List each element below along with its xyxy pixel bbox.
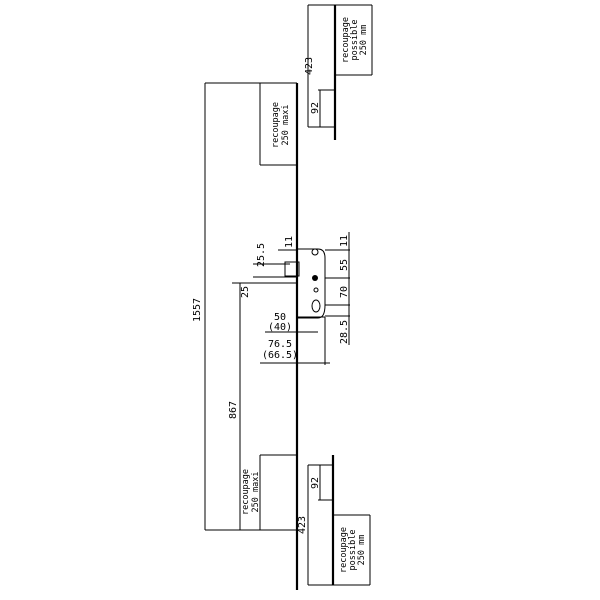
dimension-label: 92 — [310, 477, 321, 489]
top-rod: 423 92 recoupage possible 250 mm — [304, 4, 373, 140]
dimension-label: 50 — [274, 312, 286, 323]
note-text: 250 maxi — [251, 472, 261, 513]
note-text: 250 mm — [359, 25, 369, 56]
lock-case — [253, 232, 350, 365]
note-text: recoupage — [241, 469, 251, 515]
note-text: recoupage — [271, 102, 281, 148]
dimension-867: 867 — [228, 282, 297, 530]
upper-cut-zone: recoupage 250 maxi — [259, 83, 297, 166]
dimension-label: 867 — [228, 401, 239, 419]
dimension-label: 28.5 — [339, 320, 350, 344]
dimension-label: 423 — [297, 516, 308, 534]
dimension-label: 11 — [339, 235, 350, 247]
note-text: recoupage — [341, 17, 351, 63]
dimension-label: 25.5 — [256, 243, 267, 267]
dimension-label: 76.5 — [268, 339, 292, 350]
dimension-label: (66.5) — [262, 350, 298, 361]
note-text: recoupage — [339, 527, 349, 573]
main-faceplate — [205, 82, 299, 590]
note-text: possible — [350, 20, 360, 61]
lower-cut-zone: recoupage 250 maxi — [241, 454, 297, 530]
dimension-label: 70 — [339, 286, 350, 298]
note-text: 250 mm — [357, 535, 367, 566]
dimension-label: 11 — [284, 236, 295, 248]
dimension-1557: 1557 — [192, 83, 206, 530]
dimension-label: 25 — [240, 286, 251, 298]
dimension-label: 55 — [339, 259, 350, 271]
bottom-rod: 423 92 recoupage possible 250 mm — [297, 455, 371, 586]
dimension-label: 423 — [304, 57, 315, 75]
note-text: 250 maxi — [281, 105, 291, 146]
dimension-label: 92 — [310, 102, 321, 114]
note-text: possible — [348, 530, 358, 571]
dimension-label: 1557 — [192, 298, 203, 322]
dimension-label: (40) — [268, 322, 292, 333]
